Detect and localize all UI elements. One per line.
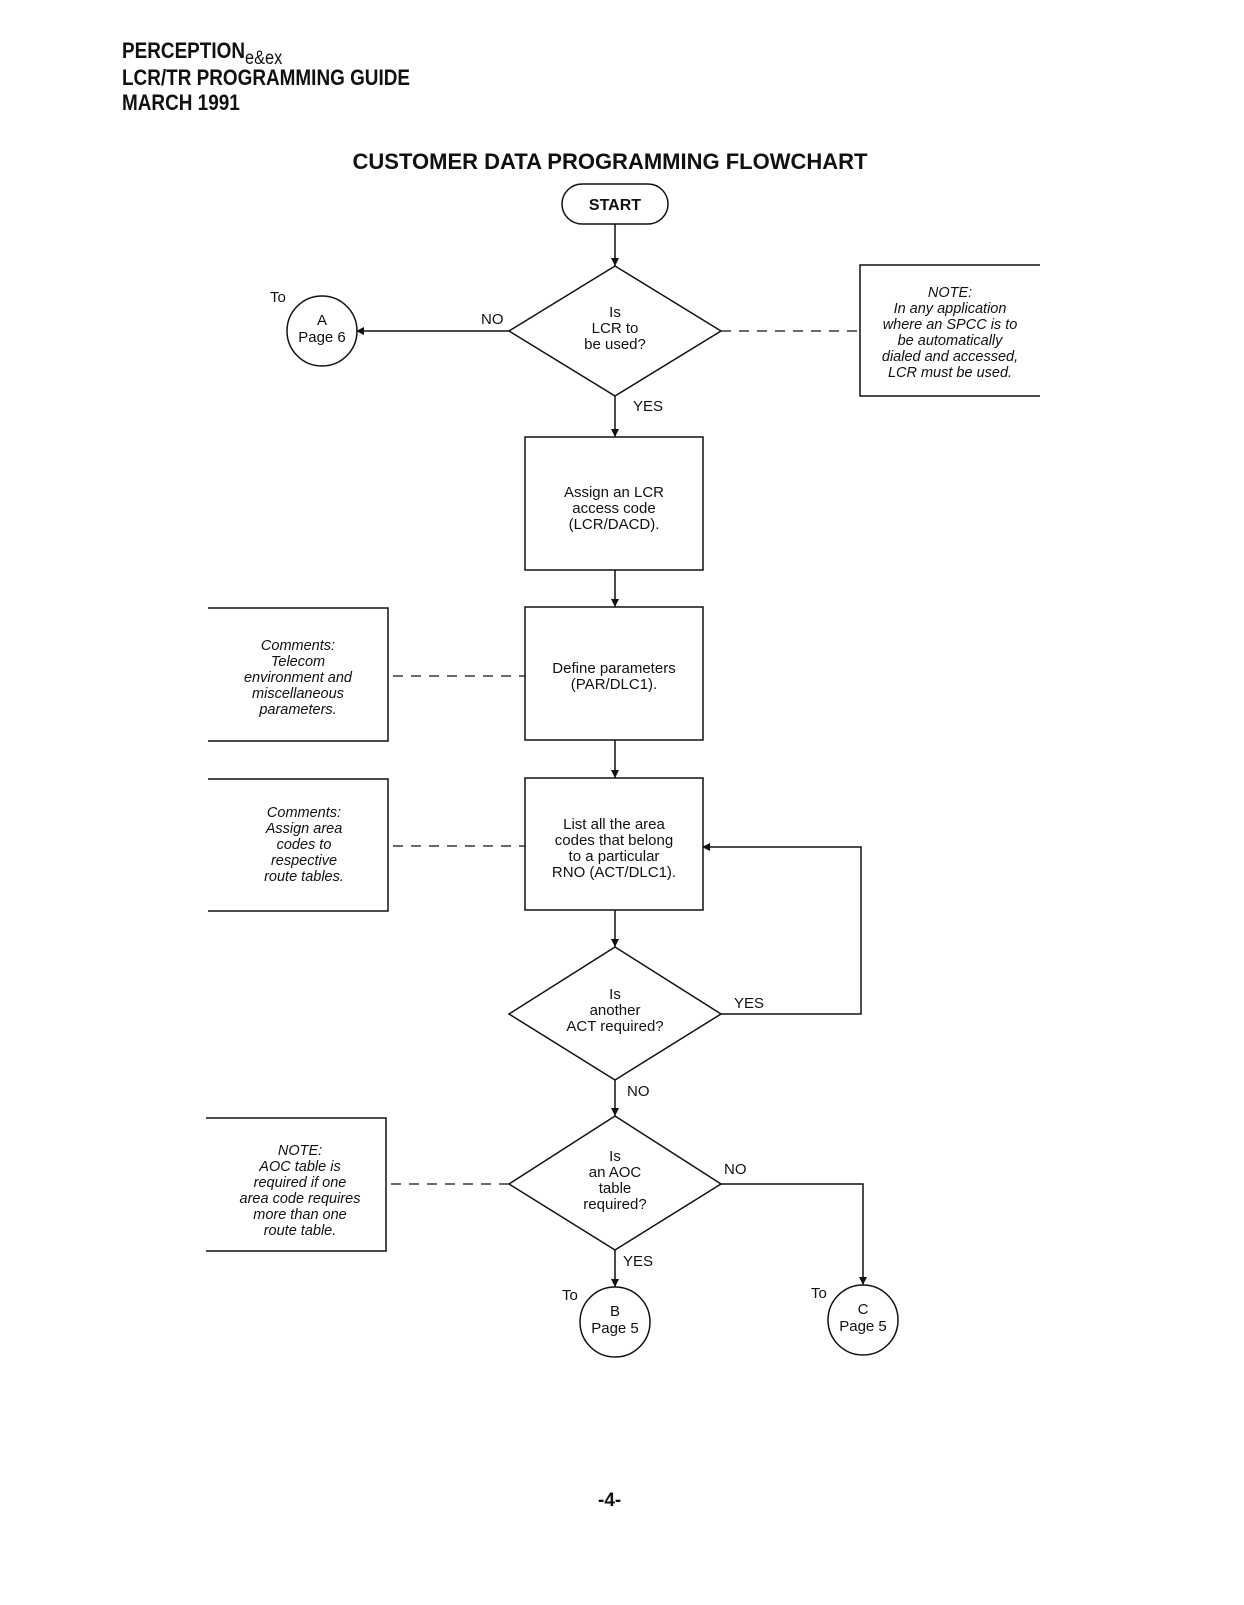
decision-aoc-text-4: required? — [583, 1196, 646, 1213]
connector-a: To A Page 6 — [270, 289, 358, 367]
document-header: PERCEPTIONe&ex LCR/TR PROGRAMMING GUIDE … — [122, 38, 410, 115]
note-aoc-line-3: required if one — [254, 1175, 347, 1191]
note-aoc-line-6: route table. — [264, 1223, 337, 1239]
start-terminal: START — [561, 183, 669, 225]
connector-c-to: To — [811, 1285, 827, 1302]
decision-lcr-yes-label: YES — [633, 398, 663, 415]
process-define-parameters: Define parameters (PAR/DLC1). — [524, 606, 704, 741]
header-product-name: PERCEPTION — [122, 38, 246, 63]
connector-a-letter: A — [317, 312, 327, 329]
flowchart-title: CUSTOMER DATA PROGRAMMING FLOWCHART — [353, 149, 868, 174]
decision-aoc-table: Is an AOC table required? — [507, 1115, 723, 1251]
comment-telecom: Comments: Telecom environment and miscel… — [208, 607, 389, 742]
note-aoc-line-1: NOTE: — [278, 1143, 322, 1159]
comment-area-codes-line-2: Assign area — [265, 821, 343, 837]
header-guide-title: LCR/TR PROGRAMMING GUIDE — [122, 65, 411, 90]
decision-act-text-3: ACT required? — [566, 1018, 663, 1035]
process-list-area-codes: List all the area codes that belong to a… — [524, 777, 704, 911]
decision-act-text-1: Is — [609, 986, 621, 1003]
connector-b-page: Page 5 — [591, 1320, 639, 1337]
process-list-area-codes-line-2: codes that belong — [555, 832, 673, 849]
note-aoc-line-2: AOC table is — [258, 1159, 340, 1175]
note-aoc-line-4: area code requires — [240, 1191, 361, 1207]
decision-act-text-2: another — [590, 1002, 641, 1019]
connector-c-letter: C — [858, 1301, 869, 1318]
comment-area-codes-line-5: route tables. — [264, 869, 344, 885]
comment-telecom-line-3: environment and — [244, 670, 353, 686]
process-list-area-codes-line-1: List all the area — [563, 816, 665, 833]
note-spcc-line-5: dialed and accessed, — [882, 349, 1018, 365]
decision-aoc-no-label: NO — [724, 1161, 747, 1178]
connector-a-to: To — [270, 289, 286, 306]
decision-lcr-text-3: be used? — [584, 336, 646, 353]
comment-telecom-line-2: Telecom — [271, 654, 325, 670]
process-define-parameters-line-2: (PAR/DLC1). — [571, 676, 657, 693]
flow-arrows — [356, 224, 867, 1287]
process-assign-lcr-line-2: access code — [572, 500, 655, 517]
comment-area-codes: Comments: Assign area codes to respectiv… — [208, 778, 389, 912]
connector-b: To B Page 5 — [562, 1286, 651, 1358]
decision-act-no-label: NO — [627, 1083, 650, 1100]
comment-telecom-line-4: miscellaneous — [252, 686, 344, 702]
decision-another-act: Is another ACT required? — [507, 946, 723, 1081]
note-spcc: NOTE: In any application where an SPCC i… — [859, 264, 1040, 397]
note-spcc-line-6: LCR must be used. — [888, 365, 1012, 381]
comment-telecom-line-1: Comments: — [261, 638, 335, 654]
decision-aoc-text-3: table — [599, 1180, 632, 1197]
decision-act-yes-label: YES — [734, 995, 764, 1012]
annotation-links — [391, 330, 858, 1185]
comment-area-codes-line-1: Comments: — [267, 805, 341, 821]
note-spcc-line-1: NOTE: — [928, 285, 972, 301]
process-list-area-codes-line-3: to a particular — [569, 848, 660, 865]
note-aoc-line-5: more than one — [253, 1207, 347, 1223]
header-product: PERCEPTIONe&ex — [122, 38, 410, 69]
comment-area-codes-line-3: codes to — [277, 837, 332, 853]
connector-c: To C Page 5 — [811, 1284, 899, 1356]
process-assign-lcr-line-3: (LCR/DACD). — [569, 516, 660, 533]
connector-a-page: Page 6 — [298, 329, 346, 346]
header-date: MARCH 1991 — [122, 90, 240, 115]
decision-lcr-used: Is LCR to be used? — [507, 265, 723, 397]
connector-b-to: To — [562, 1287, 578, 1304]
note-spcc-line-4: be automatically — [898, 333, 1004, 349]
decision-aoc-yes-label: YES — [623, 1253, 653, 1270]
start-label: START — [589, 197, 641, 214]
note-aoc: NOTE: AOC table is required if one area … — [206, 1117, 387, 1252]
process-assign-lcr-line-1: Assign an LCR — [564, 484, 664, 501]
process-list-area-codes-line-4: RNO (ACT/DLC1). — [552, 864, 676, 881]
note-spcc-line-2: In any application — [894, 301, 1007, 317]
connector-b-letter: B — [610, 1303, 620, 1320]
note-spcc-line-3: where an SPCC is to — [883, 317, 1018, 333]
header-product-suffix: e&ex — [245, 48, 283, 69]
decision-lcr-text-1: Is — [609, 304, 621, 321]
connector-c-page: Page 5 — [839, 1318, 887, 1335]
comment-area-codes-line-4: respective — [271, 853, 337, 869]
decision-lcr-text-2: LCR to — [592, 320, 639, 337]
process-define-parameters-line-1: Define parameters — [552, 660, 675, 677]
page-number: -4- — [598, 1490, 622, 1511]
process-assign-lcr: Assign an LCR access code (LCR/DACD). — [524, 436, 704, 571]
decision-aoc-text-2: an AOC — [589, 1164, 642, 1181]
comment-telecom-line-5: parameters. — [258, 702, 336, 718]
decision-lcr-no-label: NO — [481, 311, 504, 328]
decision-aoc-text-1: Is — [609, 1148, 621, 1165]
